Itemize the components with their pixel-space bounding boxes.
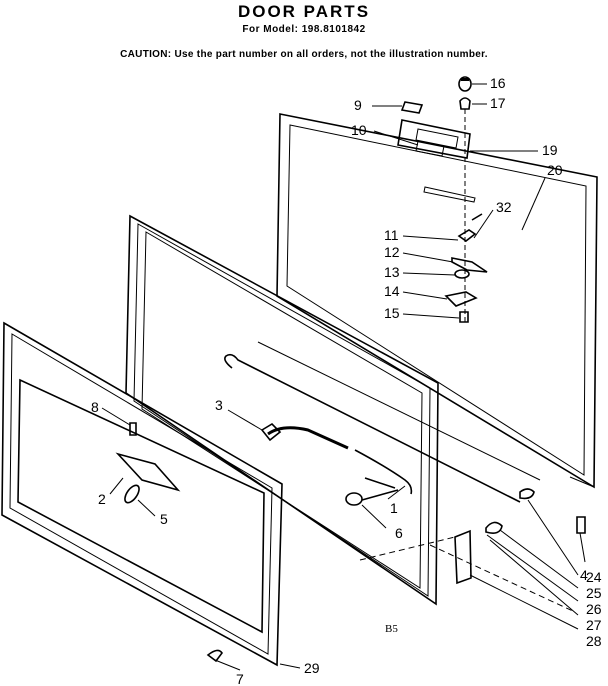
front-door-panel	[1, 321, 283, 667]
callout-10: 10	[351, 122, 367, 138]
callout-1: 1	[390, 500, 398, 516]
callout-12: 12	[384, 244, 400, 260]
hinge-bracket	[359, 516, 586, 613]
callout-28: 28	[586, 633, 602, 649]
callout-9: 9	[354, 97, 362, 113]
callout-labels: 16 17 9 10 19 20 32 11 12 13 14 15 3 8 2…	[91, 75, 602, 686]
callout-8: 8	[91, 399, 99, 415]
callout-6: 6	[395, 525, 403, 541]
callout-27: 27	[586, 617, 602, 633]
callout-2: 2	[98, 491, 106, 507]
switch-wiring	[260, 422, 413, 506]
caution-note: CAUTION: Use the part number on all orde…	[120, 49, 488, 60]
callout-5: 5	[160, 511, 168, 527]
page-title: DOOR PARTS	[237, 2, 371, 21]
callout-26: 26	[586, 601, 602, 617]
diagram-reference-code: B5	[385, 623, 398, 635]
door-liner-frame	[125, 214, 439, 606]
callout-11: 11	[384, 227, 399, 243]
callout-13: 13	[384, 264, 400, 280]
callout-29: 29	[304, 660, 320, 676]
latch-assembly	[397, 76, 488, 323]
callout-15: 15	[384, 305, 400, 321]
callout-20: 20	[547, 162, 563, 178]
callout-3: 3	[215, 397, 223, 413]
callout-16: 16	[490, 75, 506, 91]
callout-32: 32	[496, 199, 512, 215]
callout-24: 24	[586, 569, 602, 585]
callout-14: 14	[384, 283, 400, 299]
door-seal-wire	[224, 341, 541, 503]
callout-17: 17	[490, 95, 506, 111]
callout-4: 4	[580, 567, 588, 583]
leader-lines	[101, 83, 586, 671]
callout-25: 25	[586, 585, 602, 601]
callout-19: 19	[542, 142, 558, 158]
model-number: For Model: 198.8101842	[242, 24, 366, 35]
callout-7: 7	[236, 671, 244, 686]
